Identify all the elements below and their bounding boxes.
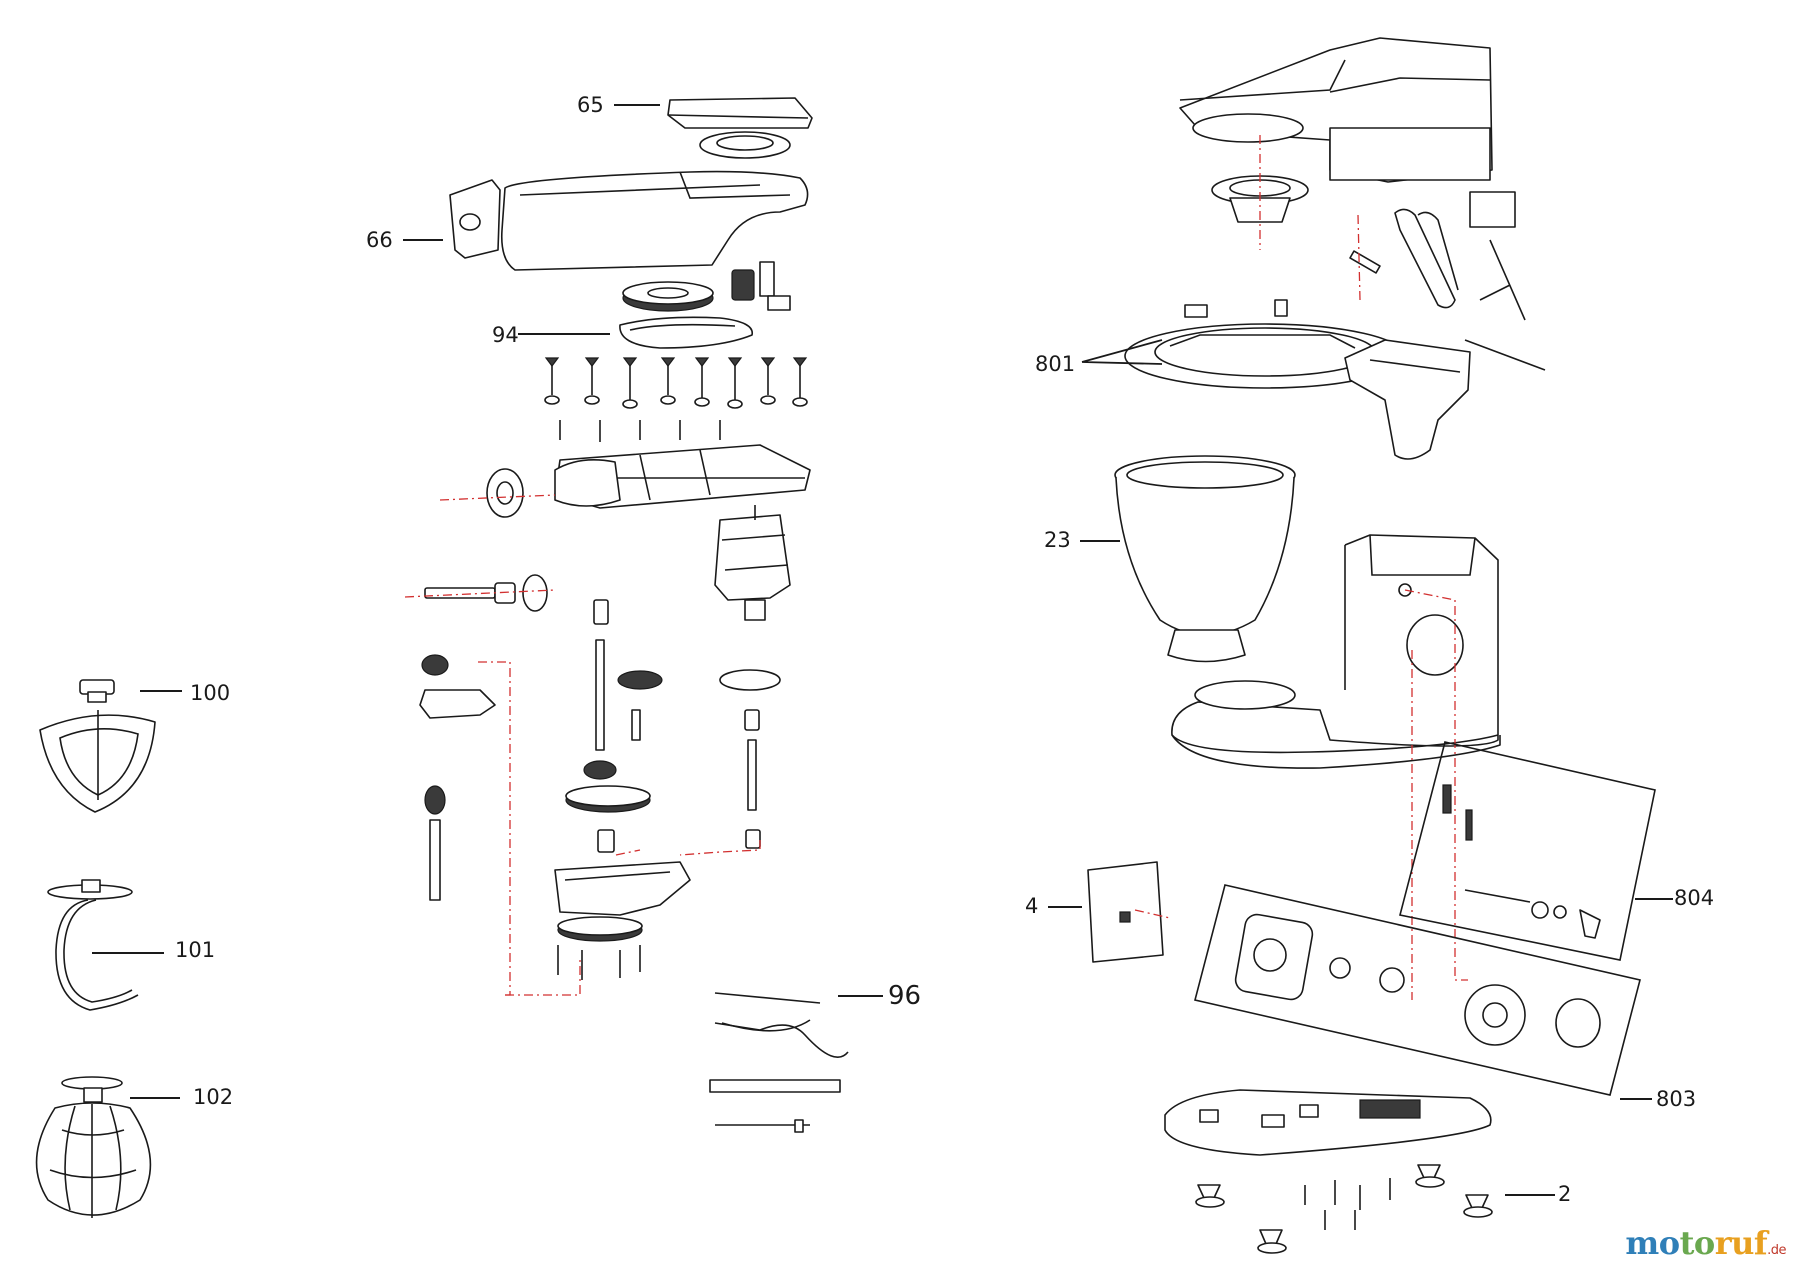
watermark-letters: mo <box>1625 1224 1680 1262</box>
lower-gearbox-part <box>505 861 691 996</box>
motor-pulley-part <box>731 261 791 311</box>
callout-23: 23 <box>1044 528 1071 552</box>
watermark-letters: ruf <box>1714 1224 1768 1262</box>
callout-804: 804 <box>1674 886 1715 910</box>
drive-gear-part <box>622 281 714 312</box>
center-gear-stack-part <box>565 599 663 856</box>
callout-96: 96 <box>888 981 922 1011</box>
callout-803: 803 <box>1656 1087 1697 1111</box>
top-cover-part <box>667 97 813 159</box>
screw-set-head <box>544 357 808 442</box>
callout-102: 102 <box>193 1085 234 1109</box>
circuit-board-part <box>1087 861 1171 963</box>
dough-hook-part <box>47 879 139 1011</box>
callout-65: 65 <box>577 93 604 117</box>
flat-beater-part <box>39 679 156 813</box>
leader-4 <box>1048 906 1082 908</box>
worm-shaft-part <box>404 574 556 612</box>
base-plate-part <box>1164 1089 1492 1156</box>
power-cord-part <box>709 992 849 1133</box>
leader-23 <box>1080 540 1120 542</box>
callout-101: 101 <box>175 938 216 962</box>
planetary-shaft-part <box>419 654 511 996</box>
whisk-part <box>35 1076 152 1218</box>
callout-100: 100 <box>190 681 231 705</box>
callout-4: 4 <box>1025 894 1039 918</box>
upper-arm-housing-part <box>1179 37 1493 183</box>
leader-2 <box>1505 1194 1555 1196</box>
feet-part <box>1195 1164 1493 1254</box>
leader-804 <box>1635 898 1673 900</box>
leader-96 <box>838 995 883 997</box>
leader-65 <box>614 104 660 106</box>
watermark-letters: to <box>1679 1224 1716 1262</box>
bowl-lid-part <box>1124 299 1406 389</box>
leader-102 <box>130 1097 180 1099</box>
gearbox-plate-part <box>439 444 811 518</box>
head-housing-part <box>449 170 809 271</box>
motor-gear-stack-part <box>679 669 781 856</box>
callout-2: 2 <box>1558 1182 1572 1206</box>
callout-94: 94 <box>492 323 519 347</box>
leader-100 <box>140 690 182 692</box>
switch-assembly-frame <box>1399 741 1656 961</box>
drive-belt-part <box>619 316 753 349</box>
mixing-bowl-part <box>1114 455 1296 663</box>
arm-linkage-part <box>1349 191 1546 371</box>
callout-801: 801 <box>1035 352 1076 376</box>
leader-101 <box>92 952 164 954</box>
leader-66 <box>403 239 443 241</box>
watermark-brand: motoruf <box>1625 1224 1767 1262</box>
bearing-ring-part <box>1211 175 1309 223</box>
watermark-tld: .de <box>1767 1243 1786 1258</box>
motor-part <box>714 505 791 621</box>
callout-66: 66 <box>366 228 393 252</box>
leader-801 <box>1081 339 1163 365</box>
control-panel-frame <box>1194 884 1641 1096</box>
motoruf-watermark: motoruf.de <box>1625 1224 1786 1262</box>
gear-housing-part <box>1344 339 1471 460</box>
leader-803 <box>1620 1098 1652 1100</box>
leader-94 <box>518 333 610 335</box>
